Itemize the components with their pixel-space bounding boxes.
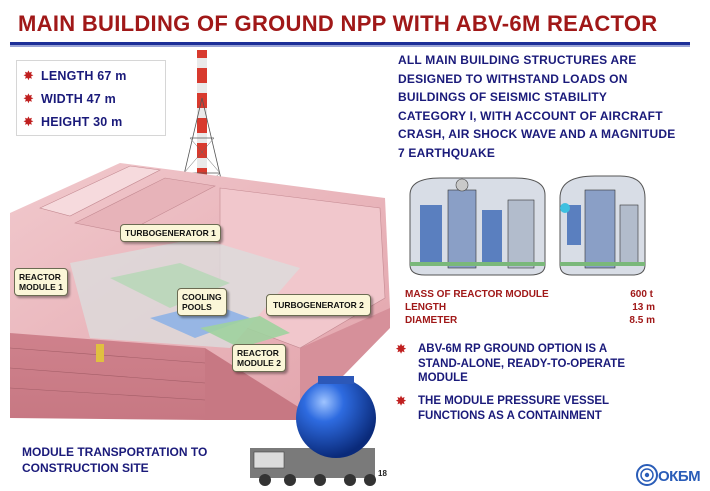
dimensions-box: ✸ LENGTH 67 m ✸ WIDTH 47 m ✸ HEIGHT 30 m <box>16 60 166 136</box>
star-bullet-icon: ✸ <box>23 68 34 83</box>
title-underline <box>10 42 690 48</box>
label-turbogenerator-2: TURBOGENERATOR 2 <box>266 294 371 316</box>
star-bullet-icon: ✸ <box>396 342 407 356</box>
label-reactor-module-1: REACTOR MODULE 1 <box>14 268 68 296</box>
label-turbogenerator-1: TURBOGENERATOR 1 <box>120 224 221 242</box>
star-bullet-icon: ✸ <box>23 114 34 129</box>
building-illustration <box>9 50 390 486</box>
star-bullet-icon: ✸ <box>396 394 407 408</box>
transport-vehicle <box>250 376 376 486</box>
spec-length: LENGTH 13 m <box>405 302 655 313</box>
spec-diameter: DIAMETER 8.5 m <box>405 315 655 326</box>
okbm-logo-icon <box>636 464 658 486</box>
dimension-height: ✸ HEIGHT 30 m <box>23 114 123 129</box>
dimension-length: ✸ LENGTH 67 m <box>23 68 127 83</box>
spec-mass: MASS OF REACTOR MODULE 600 t <box>405 289 653 300</box>
bullet-containment: ✸ THE MODULE PRESSURE VESSEL FUNCTIONS A… <box>396 394 610 422</box>
reactor-end-section <box>559 175 646 276</box>
label-reactor-module-2: REACTOR MODULE 2 <box>232 344 286 372</box>
dimension-width: ✸ WIDTH 47 m <box>23 91 116 106</box>
label-cooling-pools: COOLING POOLS <box>177 288 227 316</box>
reactor-side-section <box>409 177 546 276</box>
page-number: 18 <box>378 469 387 478</box>
page-title: MAIN BUILDING OF GROUND NPP WITH ABV-6M … <box>18 11 658 36</box>
seismic-description: ALL MAIN BUILDING STRUCTURES ARE DESIGNE… <box>398 53 676 160</box>
reactor-module-sphere <box>296 378 376 458</box>
transport-caption: MODULE TRANSPORTATION TO CONSTRUCTION SI… <box>22 445 208 475</box>
reactor-cross-section-diagrams <box>409 175 646 276</box>
bullet-stand-alone: ✸ ABV-6M RP GROUND OPTION IS A STAND-ALO… <box>396 342 626 384</box>
star-bullet-icon: ✸ <box>23 91 34 106</box>
okbm-logo-text: ОКБМ <box>658 468 701 485</box>
